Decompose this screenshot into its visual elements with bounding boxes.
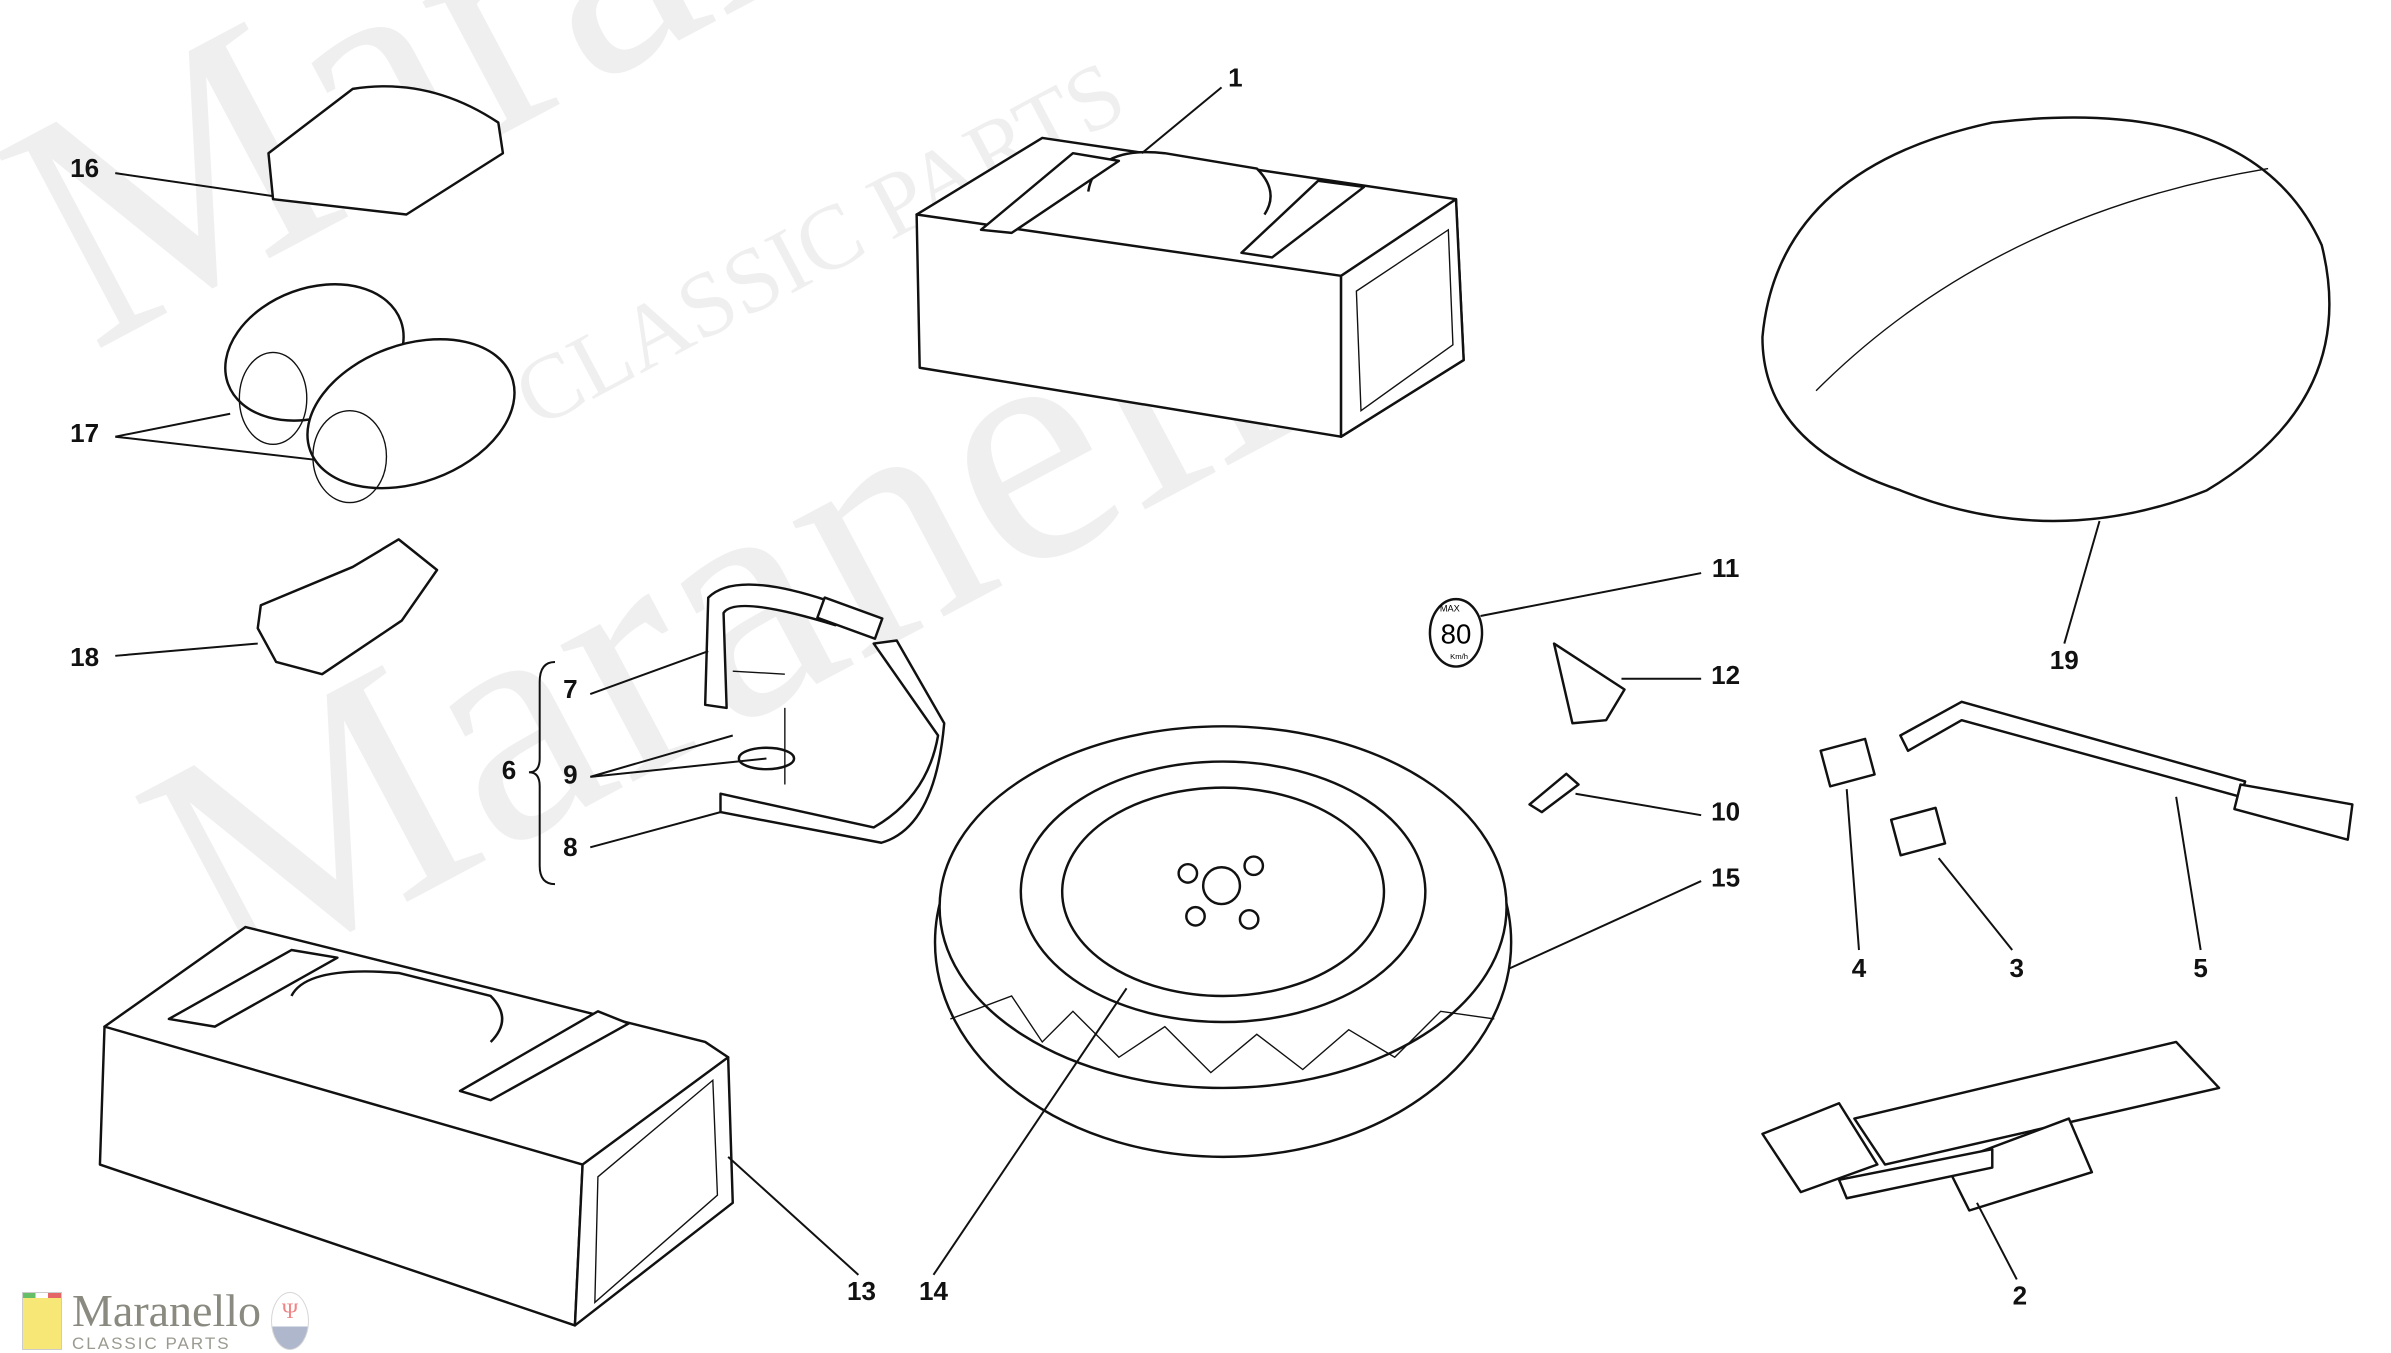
speed-decal: MAX 80 Km/h xyxy=(1428,597,1484,668)
svg-text:MAX: MAX xyxy=(1440,603,1460,613)
info-label xyxy=(1552,642,1626,725)
jack xyxy=(1761,1040,2221,1212)
callout-4: 4 xyxy=(1852,953,1867,983)
callout-15: 15 xyxy=(1711,862,1740,892)
svg-text:Km/h: Km/h xyxy=(1450,652,1468,661)
callout-3: 3 xyxy=(2010,953,2024,983)
callout-2: 2 xyxy=(2013,1281,2027,1311)
spare-wheel-strap xyxy=(528,583,946,886)
logo-sub: CLASSIC PARTS xyxy=(72,1334,231,1353)
spare-wheel xyxy=(933,725,1513,1159)
svg-text:80: 80 xyxy=(1441,619,1472,650)
cloth xyxy=(267,85,505,216)
callout-5: 5 xyxy=(2193,953,2207,983)
valve xyxy=(1528,772,1580,814)
tool-bag-bottom xyxy=(98,925,734,1327)
callout-14: 14 xyxy=(919,1276,948,1306)
leader-lines xyxy=(115,86,2202,1280)
callout-17: 17 xyxy=(70,418,99,448)
callout-11: 11 xyxy=(1712,553,1740,583)
tool-bag-top xyxy=(915,136,1465,438)
wheel-wrench xyxy=(1819,700,2354,857)
spare-wheel-cover xyxy=(1761,116,2331,523)
callout-19: 19 xyxy=(2050,645,2079,675)
glove xyxy=(256,538,439,676)
callout-10: 10 xyxy=(1711,797,1740,827)
ferrari-shield-icon xyxy=(22,1292,62,1350)
callout-6: 6 xyxy=(502,755,516,785)
callouts: 1 2 3 4 5 6 7 8 9 10 11 12 13 14 15 16 1… xyxy=(70,63,2208,1311)
callout-18: 18 xyxy=(70,642,99,672)
logo-brand: Maranello xyxy=(72,1285,262,1336)
callout-8: 8 xyxy=(563,832,577,862)
maranello-logo: Maranello CLASSIC PARTS Ψ xyxy=(22,1285,310,1353)
callout-9: 9 xyxy=(563,760,577,790)
callout-12: 12 xyxy=(1711,660,1740,690)
wheel-nut-covers xyxy=(224,283,516,504)
maserati-trident-icon: Ψ xyxy=(271,1292,310,1350)
callout-16: 16 xyxy=(70,153,99,183)
callout-13: 13 xyxy=(847,1276,876,1306)
callout-7: 7 xyxy=(563,674,577,704)
callout-1: 1 xyxy=(1228,63,1242,93)
